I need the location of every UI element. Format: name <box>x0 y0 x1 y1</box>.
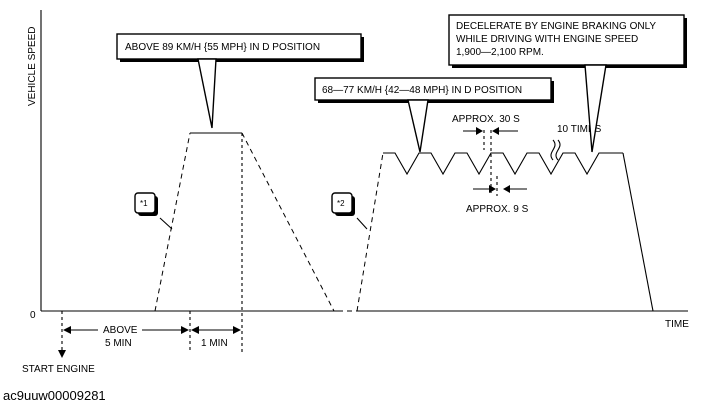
marker-2-box <box>331 192 353 214</box>
oscillation-profile <box>383 152 623 176</box>
callout-decelerate-line3: 1,900—2,100 RPM. <box>456 47 544 58</box>
y-axis-label: VEHICLE SPEED <box>27 27 38 106</box>
above-5min-label-bg <box>98 321 142 349</box>
callout-decelerate-line2: WHILE DRIVING WITH ENGINE SPEED <box>456 34 638 45</box>
origin-label: 0 <box>30 310 36 321</box>
approx-30s-label: APPROX. 30 S <box>452 114 520 125</box>
one-min-arrowhead-left <box>191 326 199 334</box>
marker-1-box <box>134 192 156 214</box>
approx-9s-arrowhead-left <box>489 185 496 193</box>
callout-68-77-box <box>314 77 552 101</box>
approx-30s-arrowhead-left <box>476 127 483 135</box>
marker-2-leader <box>356 217 368 230</box>
callout-above-89-box <box>116 33 362 60</box>
callout-decelerate-line1: DECELERATE BY ENGINE BRAKING ONLY <box>456 21 656 32</box>
one-min-label: 1 MIN <box>201 338 228 349</box>
decel-ramp-1 <box>241 132 335 312</box>
accel-ramp-1 <box>154 132 191 312</box>
start-engine-label: START ENGINE <box>22 364 95 375</box>
approx-30s-arrowhead-right <box>492 127 499 135</box>
above-5min-arrowhead-right <box>181 326 189 334</box>
image-code: ac9uuw00009281 <box>3 388 106 403</box>
approx-9s-arrowhead-right <box>503 185 510 193</box>
callout-68-77-text: 68—77 KM/H {42—48 MPH} IN D POSITION <box>322 85 522 96</box>
marker-2-text: *2 <box>337 199 345 208</box>
marker-1-text: *1 <box>140 199 148 208</box>
ten-times-label: 10 TIMES <box>557 124 602 135</box>
one-min-arrowhead-right <box>233 326 241 334</box>
above-5min-arrowhead-left <box>63 326 71 334</box>
x-axis-label: TIME <box>665 319 689 330</box>
break-symbol-2 <box>555 139 561 161</box>
callout-68-77-pointer <box>407 99 429 153</box>
break-symbol <box>550 139 556 161</box>
approx-9s-label: APPROX. 9 S <box>466 204 529 215</box>
callout-decelerate-box <box>448 14 685 66</box>
callout-decelerate-pointer <box>584 64 607 153</box>
decel-ramp-2 <box>622 152 654 312</box>
above-5min-label-2: 5 MIN <box>105 338 132 349</box>
callout-above-89-text: ABOVE 89 KM/H {55 MPH} IN D POSITION <box>125 42 320 53</box>
start-engine-arrowhead <box>58 350 66 358</box>
above-5min-label-1: ABOVE <box>103 325 138 336</box>
marker-1-leader <box>159 217 173 230</box>
accel-ramp-2 <box>356 152 384 312</box>
callout-above-89-pointer <box>197 58 217 129</box>
